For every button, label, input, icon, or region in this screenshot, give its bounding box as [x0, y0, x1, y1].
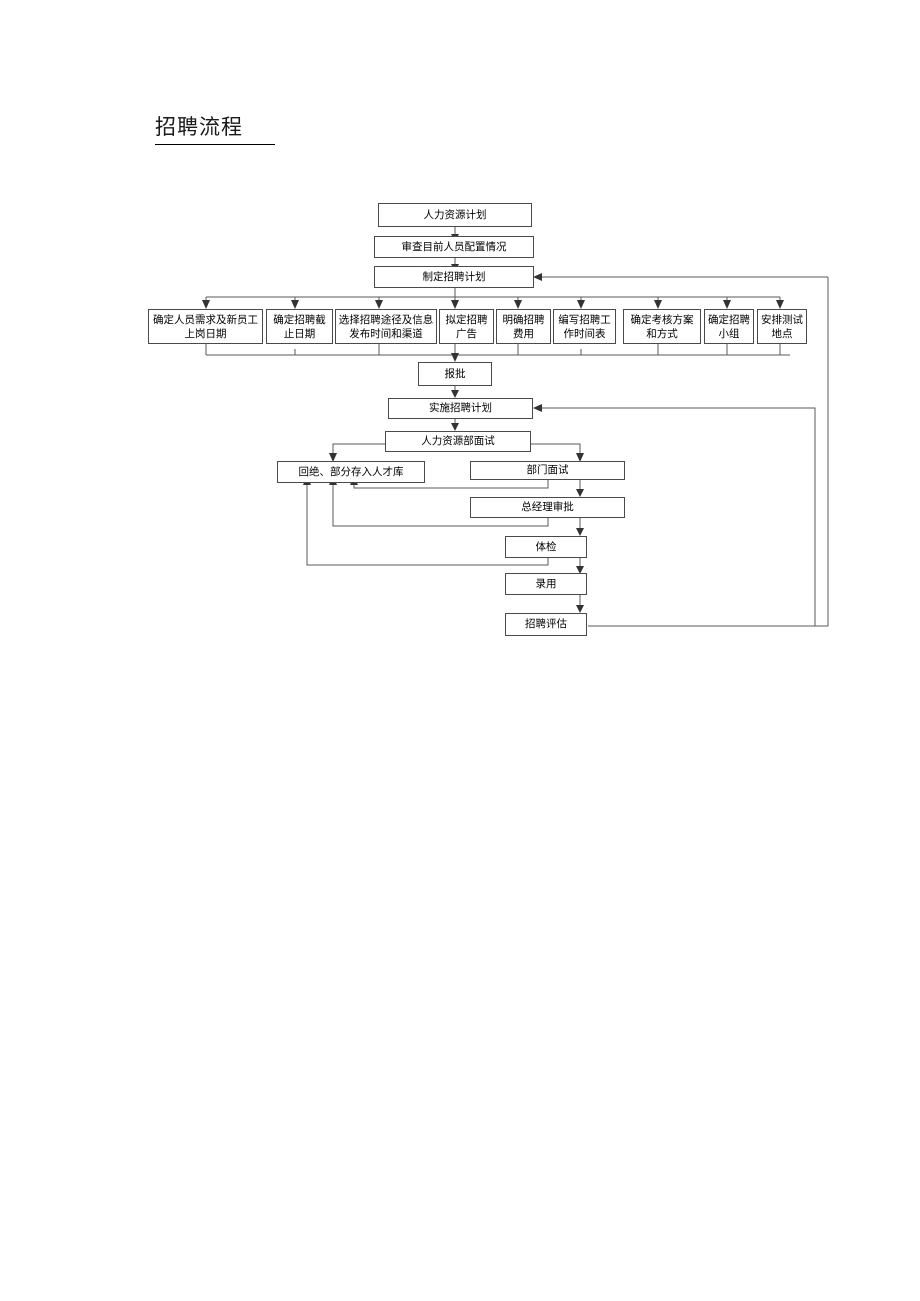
node-approve[interactable]: 报批: [418, 362, 492, 386]
node-evaluate-label: 招聘评估: [525, 618, 567, 630]
node-p7[interactable]: 确定考核方案和方式: [623, 309, 701, 344]
node-p2-label: 确定招聘截止日期: [273, 313, 326, 340]
node-reject-pool[interactable]: 回绝、部分存入人才库: [277, 461, 425, 483]
node-p3[interactable]: 选择招聘途径及信息发布时间和渠道: [335, 309, 437, 344]
node-hr-interview[interactable]: 人力资源部面试: [385, 431, 531, 452]
title-underline: [155, 144, 275, 145]
node-p1[interactable]: 确定人员需求及新员工上岗日期: [148, 309, 263, 344]
node-p8-label: 确定招聘小组: [708, 313, 750, 340]
node-p8[interactable]: 确定招聘小组: [704, 309, 754, 344]
node-make-plan-label: 制定招聘计划: [422, 270, 486, 283]
node-hr-plan-label: 人力资源计划: [423, 208, 487, 221]
node-p3-label: 选择招聘途径及信息发布时间和渠道: [338, 313, 434, 340]
node-gm-approval-label: 总经理审批: [521, 501, 574, 513]
node-dept-interview-label: 部门面试: [526, 464, 569, 476]
node-execute-label: 实施招聘计划: [429, 402, 492, 414]
node-p4[interactable]: 拟定招聘广告: [439, 309, 494, 344]
node-p7-label: 确定考核方案和方式: [630, 313, 694, 340]
node-p1-label: 确定人员需求及新员工上岗日期: [153, 313, 258, 340]
page-title: 招聘流程: [155, 112, 275, 145]
node-approve-label: 报批: [444, 367, 466, 380]
page-title-text: 招聘流程: [155, 115, 243, 139]
node-hire[interactable]: 录用: [505, 573, 587, 595]
node-execute[interactable]: 实施招聘计划: [388, 398, 533, 419]
node-reject-pool-label: 回绝、部分存入人才库: [298, 465, 404, 478]
node-review-staffing-label: 审查目前人员配置情况: [401, 240, 507, 253]
node-evaluate[interactable]: 招聘评估: [505, 613, 587, 636]
node-gm-approval[interactable]: 总经理审批: [470, 497, 625, 518]
node-hire-label: 录用: [535, 577, 557, 590]
node-p9[interactable]: 安排测试地点: [757, 309, 807, 344]
node-physical[interactable]: 体检: [505, 536, 587, 558]
node-p6[interactable]: 编写招聘工作时间表: [553, 309, 616, 344]
node-hr-interview-label: 人力资源部面试: [421, 435, 495, 447]
node-p2[interactable]: 确定招聘截止日期: [266, 309, 333, 344]
node-p9-label: 安排测试地点: [761, 313, 803, 340]
node-p5-label: 明确招聘费用: [502, 313, 545, 340]
node-physical-label: 体检: [535, 540, 557, 553]
node-p4-label: 拟定招聘广告: [445, 313, 488, 340]
node-dept-interview[interactable]: 部门面试: [470, 461, 625, 480]
node-p5[interactable]: 明确招聘费用: [496, 309, 551, 344]
node-make-plan[interactable]: 制定招聘计划: [374, 266, 534, 288]
node-p6-label: 编写招聘工作时间表: [558, 313, 611, 340]
node-hr-plan[interactable]: 人力资源计划: [378, 203, 532, 227]
node-review-staffing[interactable]: 审查目前人员配置情况: [374, 236, 534, 258]
